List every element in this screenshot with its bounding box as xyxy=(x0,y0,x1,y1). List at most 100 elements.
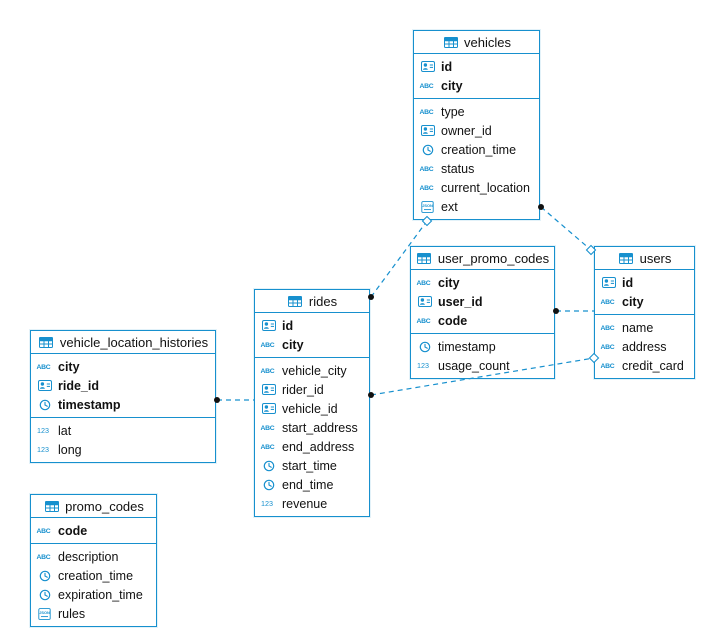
string-icon: ABC xyxy=(600,297,617,306)
column-name: ride_id xyxy=(58,378,99,393)
relationship-user_promo_codes-to-users[interactable] xyxy=(553,308,594,314)
table-header[interactable]: users xyxy=(595,247,694,270)
svg-text:ABC: ABC xyxy=(37,364,51,371)
column-row-creation_time[interactable]: creation_time xyxy=(414,140,539,159)
column-row-rider_id[interactable]: rider_id xyxy=(255,380,369,399)
column-name: revenue xyxy=(282,496,328,511)
uuid-icon xyxy=(36,380,53,391)
svg-text:ABC: ABC xyxy=(37,528,51,535)
column-row-timestamp[interactable]: timestamp xyxy=(411,337,554,356)
column-row-user_id[interactable]: user_id xyxy=(411,292,554,311)
table-icon xyxy=(287,295,304,307)
column-name: end_address xyxy=(282,439,355,454)
column-row-owner_id[interactable]: owner_id xyxy=(414,121,539,140)
svg-text:ABC: ABC xyxy=(601,325,615,332)
table-title: vehicle_location_histories xyxy=(59,334,209,350)
column-row-usage_count[interactable]: 123 usage_count xyxy=(411,356,554,375)
uuid-icon xyxy=(416,296,433,307)
string-icon: ABC xyxy=(419,81,436,90)
table-title: users xyxy=(639,250,672,266)
column-row-vehicle_id[interactable]: vehicle_id xyxy=(255,399,369,418)
table-header[interactable]: vehicle_location_histories xyxy=(31,331,215,354)
column-name: start_address xyxy=(282,420,358,435)
uuid-icon xyxy=(260,403,277,414)
table-header[interactable]: user_promo_codes xyxy=(411,247,554,270)
column-row-id[interactable]: id xyxy=(414,57,539,76)
column-row-id[interactable]: id xyxy=(595,273,694,292)
integer-icon: 123 xyxy=(36,445,53,454)
column-name: city xyxy=(441,78,463,93)
column-name: creation_time xyxy=(58,568,134,583)
svg-text:ABC: ABC xyxy=(37,554,51,561)
column-name: code xyxy=(438,313,468,328)
column-name: credit_card xyxy=(622,358,684,373)
svg-text:ABC: ABC xyxy=(601,344,615,351)
svg-text:ABC: ABC xyxy=(261,342,275,349)
svg-text:JSON: JSON xyxy=(422,203,433,208)
column-name: timestamp xyxy=(438,339,496,354)
column-row-code[interactable]: ABC code xyxy=(31,521,156,540)
column-row-creation_time[interactable]: creation_time xyxy=(31,566,156,585)
column-name: city xyxy=(438,275,460,290)
svg-text:ABC: ABC xyxy=(261,368,275,375)
table-header[interactable]: promo_codes xyxy=(31,495,156,518)
column-row-start_time[interactable]: start_time xyxy=(255,456,369,475)
column-row-city[interactable]: ABC city xyxy=(414,76,539,95)
column-row-id[interactable]: id xyxy=(255,316,369,335)
column-name: status xyxy=(441,161,475,176)
column-row-expiration_time[interactable]: expiration_time xyxy=(31,585,156,604)
string-icon: ABC xyxy=(416,316,433,325)
column-row-ride_id[interactable]: ride_id xyxy=(31,376,215,395)
table-icon xyxy=(442,36,459,48)
string-icon: ABC xyxy=(36,526,53,535)
column-row-timestamp[interactable]: timestamp xyxy=(31,395,215,414)
table-title: vehicles xyxy=(464,34,511,50)
column-row-end_time[interactable]: end_time xyxy=(255,475,369,494)
table-header[interactable]: rides xyxy=(255,290,369,313)
table-icon xyxy=(618,252,635,264)
column-name: start_time xyxy=(282,458,337,473)
table-header[interactable]: vehicles xyxy=(414,31,539,54)
column-name: timestamp xyxy=(58,397,121,412)
column-row-code[interactable]: ABC code xyxy=(411,311,554,330)
column-name: user_id xyxy=(438,294,483,309)
svg-text:ABC: ABC xyxy=(601,299,615,306)
column-name: usage_count xyxy=(438,358,510,373)
column-name: current_location xyxy=(441,180,530,195)
relationship-vehicle_location_histories-to-rides[interactable] xyxy=(214,397,254,403)
column-name: id xyxy=(441,59,453,74)
integer-icon: 123 xyxy=(416,361,433,370)
column-name: code xyxy=(58,523,88,538)
